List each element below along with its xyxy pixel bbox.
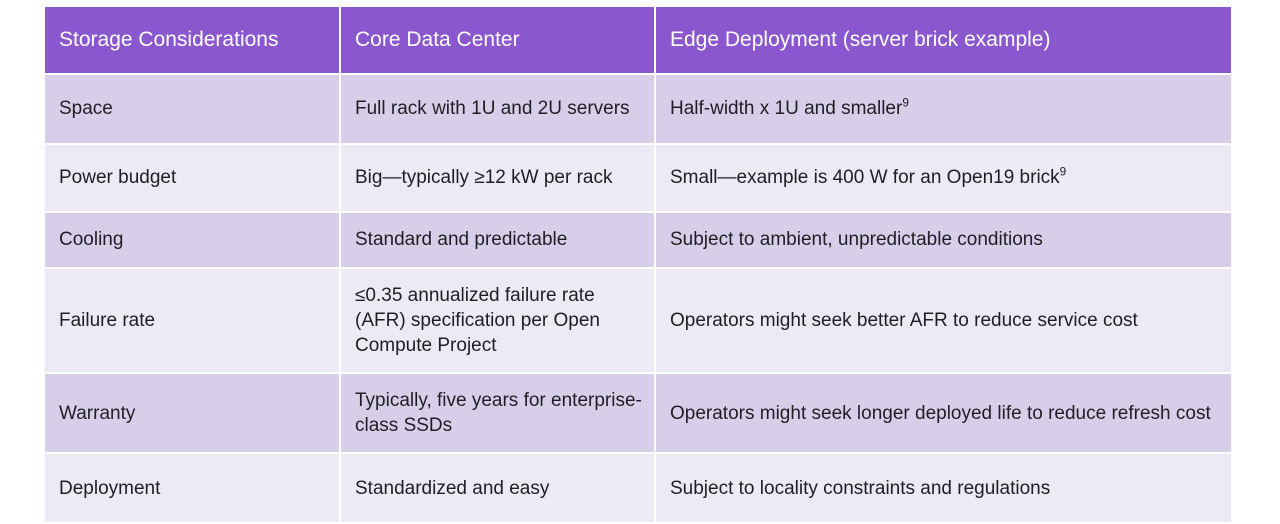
table-row: Power budget Big—typically ≥12 kW per ra… <box>45 145 1231 211</box>
cell-edge-deployment: Operators might seek longer deployed lif… <box>656 374 1231 453</box>
cell-edge-deployment: Half-width x 1U and smaller9 <box>656 75 1231 143</box>
cell-core-data-center: Standardized and easy <box>341 454 654 523</box>
cell-consideration: Failure rate <box>45 269 339 373</box>
cell-edge-deployment-text: Small—example is 400 W for an Open19 bri… <box>670 167 1060 189</box>
cell-edge-deployment: Small—example is 400 W for an Open19 bri… <box>656 145 1231 211</box>
footnote-marker: 9 <box>902 97 909 111</box>
cell-consideration: Warranty <box>45 374 339 453</box>
column-header-edge-deployment: Edge Deployment (server brick example) <box>656 7 1231 73</box>
table-header-row: Storage Considerations Core Data Center … <box>45 7 1231 73</box>
cell-core-data-center: Typically, five years for enterprise-cla… <box>341 374 654 453</box>
cell-edge-deployment: Operators might seek better AFR to reduc… <box>656 269 1231 373</box>
cell-core-data-center: Big—typically ≥12 kW per rack <box>341 145 654 211</box>
cell-consideration: Cooling <box>45 213 339 267</box>
table-body: Space Full rack with 1U and 2U servers H… <box>45 75 1231 523</box>
footnote-marker: 9 <box>1059 166 1067 180</box>
cell-edge-deployment-text: Half-width x 1U and smaller <box>670 98 903 120</box>
table-row: Space Full rack with 1U and 2U servers H… <box>45 75 1231 143</box>
table-row: Cooling Standard and predictable Subject… <box>45 213 1231 267</box>
cell-consideration: Deployment <box>45 454 339 523</box>
cell-edge-deployment: Subject to ambient, unpredictable condit… <box>656 213 1231 267</box>
storage-considerations-comparison-table: Storage Considerations Core Data Center … <box>43 5 1233 524</box>
column-header-core-data-center: Core Data Center <box>341 7 654 73</box>
cell-core-data-center: Full rack with 1U and 2U servers <box>341 75 654 143</box>
column-header-storage-considerations: Storage Considerations <box>45 7 339 73</box>
table-row: Deployment Standardized and easy Subject… <box>45 454 1231 523</box>
table-header: Storage Considerations Core Data Center … <box>45 7 1231 73</box>
cell-core-data-center: Standard and predictable <box>341 213 654 267</box>
table-row: Warranty Typically, five years for enter… <box>45 374 1231 453</box>
cell-consideration: Space <box>45 75 339 143</box>
cell-consideration: Power budget <box>45 145 339 211</box>
cell-core-data-center: ≤0.35 annualized failure rate (AFR) spec… <box>341 269 654 373</box>
cell-edge-deployment: Subject to locality constraints and regu… <box>656 454 1231 523</box>
table-row: Failure rate ≤0.35 annualized failure ra… <box>45 269 1231 373</box>
